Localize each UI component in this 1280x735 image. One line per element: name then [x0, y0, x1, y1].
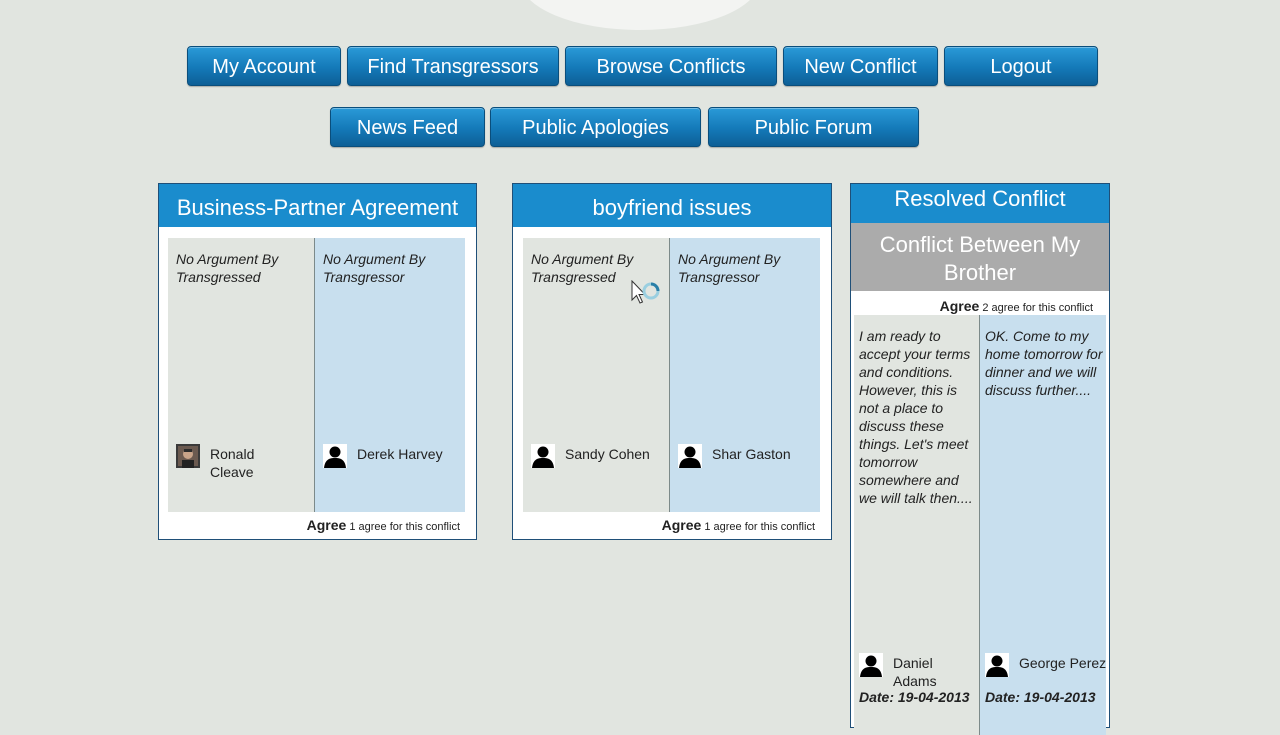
argument-columns: I am ready to accept your terms and cond… — [854, 315, 1106, 735]
public-forum-button[interactable]: Public Forum — [708, 107, 919, 147]
conflict-card-business-partner[interactable]: Business-Partner Agreement No Argument B… — [158, 183, 477, 540]
agree-count: 1 agree for this conflict — [704, 521, 815, 533]
transgressed-column: No Argument By Transgressed Ronald Cleav… — [168, 238, 315, 512]
transgressor-person[interactable]: George Perez — [985, 653, 1106, 677]
agree-count: 1 agree for this conflict — [349, 521, 460, 533]
card-title[interactable]: Business-Partner Agreement — [159, 184, 476, 227]
transgressed-argument: No Argument By Transgressed — [176, 251, 279, 285]
agree-row: Agree 1 agree for this conflict — [307, 517, 460, 533]
news-feed-button[interactable]: News Feed — [330, 107, 485, 147]
new-conflict-button[interactable]: New Conflict — [783, 46, 938, 86]
transgressor-column: OK. Come to my home tomorrow for dinner … — [980, 315, 1106, 735]
my-account-button[interactable]: My Account — [187, 46, 341, 86]
transgressed-person[interactable]: Ronald Cleave — [176, 444, 280, 481]
transgressed-person[interactable]: Daniel Adams — [859, 653, 963, 690]
argument-columns: No Argument By Transgressed Ronald Cleav… — [168, 238, 465, 512]
person-name[interactable]: Sandy Cohen — [565, 446, 650, 462]
transgressed-column: I am ready to accept your terms and cond… — [854, 315, 980, 735]
transgressed-person[interactable]: Sandy Cohen — [531, 444, 650, 468]
user-silhouette-icon — [531, 444, 555, 468]
transgressed-column: No Argument By Transgressed Sandy Cohen — [523, 238, 670, 512]
resolved-conflict-card[interactable]: Resolved Conflict Conflict Between My Br… — [850, 183, 1110, 735]
person-name[interactable]: Daniel Adams — [893, 655, 937, 689]
transgressor-column: No Argument By Transgressor Derek Harvey — [315, 238, 465, 512]
transgressor-column: No Argument By Transgressor Shar Gaston — [670, 238, 820, 512]
agree-button[interactable]: Agree — [661, 517, 702, 533]
user-silhouette-icon — [859, 653, 883, 677]
logo-arc — [520, 0, 760, 30]
person-name[interactable]: George Perez — [1019, 655, 1107, 671]
transgressor-person[interactable]: Shar Gaston — [678, 444, 791, 468]
agree-button[interactable]: Agree — [939, 298, 980, 314]
user-silhouette-icon — [678, 444, 702, 468]
avatar-photo-icon — [176, 444, 200, 468]
resolved-header: Resolved Conflict — [851, 184, 1109, 223]
transgressed-argument: No Argument By Transgressed — [531, 251, 634, 285]
agree-row: Agree 2 agree for this conflict — [940, 298, 1093, 314]
resolved-date: Date: 19-04-2013 — [859, 689, 970, 705]
transgressed-argument: I am ready to accept your terms and cond… — [859, 328, 973, 506]
transgressor-argument: OK. Come to my home tomorrow for dinner … — [985, 328, 1103, 398]
logout-button[interactable]: Logout — [944, 46, 1098, 86]
transgressor-argument: No Argument By Transgressor — [323, 251, 426, 285]
card-title[interactable]: boyfriend issues — [513, 184, 831, 227]
public-apologies-button[interactable]: Public Apologies — [490, 107, 701, 147]
agree-button[interactable]: Agree — [306, 517, 347, 533]
find-transgressors-button[interactable]: Find Transgressors — [347, 46, 559, 86]
person-name[interactable]: Derek Harvey — [357, 446, 443, 462]
person-name[interactable]: Ronald Cleave — [210, 446, 255, 480]
user-silhouette-icon — [985, 653, 1009, 677]
user-silhouette-icon — [323, 444, 347, 468]
transgressor-person[interactable]: Derek Harvey — [323, 444, 443, 468]
conflict-card-boyfriend-issues[interactable]: boyfriend issues No Argument By Transgre… — [512, 183, 832, 540]
transgressor-argument: No Argument By Transgressor — [678, 251, 781, 285]
busy-cursor-icon — [631, 279, 665, 314]
agree-row: Agree 1 agree for this conflict — [662, 517, 815, 533]
person-name[interactable]: Shar Gaston — [712, 446, 791, 462]
resolved-date: Date: 19-04-2013 — [985, 689, 1096, 705]
agree-count: 2 agree for this conflict — [982, 302, 1093, 314]
argument-columns: No Argument By Transgressed Sandy Cohen … — [523, 238, 820, 512]
browse-conflicts-button[interactable]: Browse Conflicts — [565, 46, 777, 86]
resolved-conflict-title[interactable]: Conflict Between My Brother — [851, 223, 1109, 291]
